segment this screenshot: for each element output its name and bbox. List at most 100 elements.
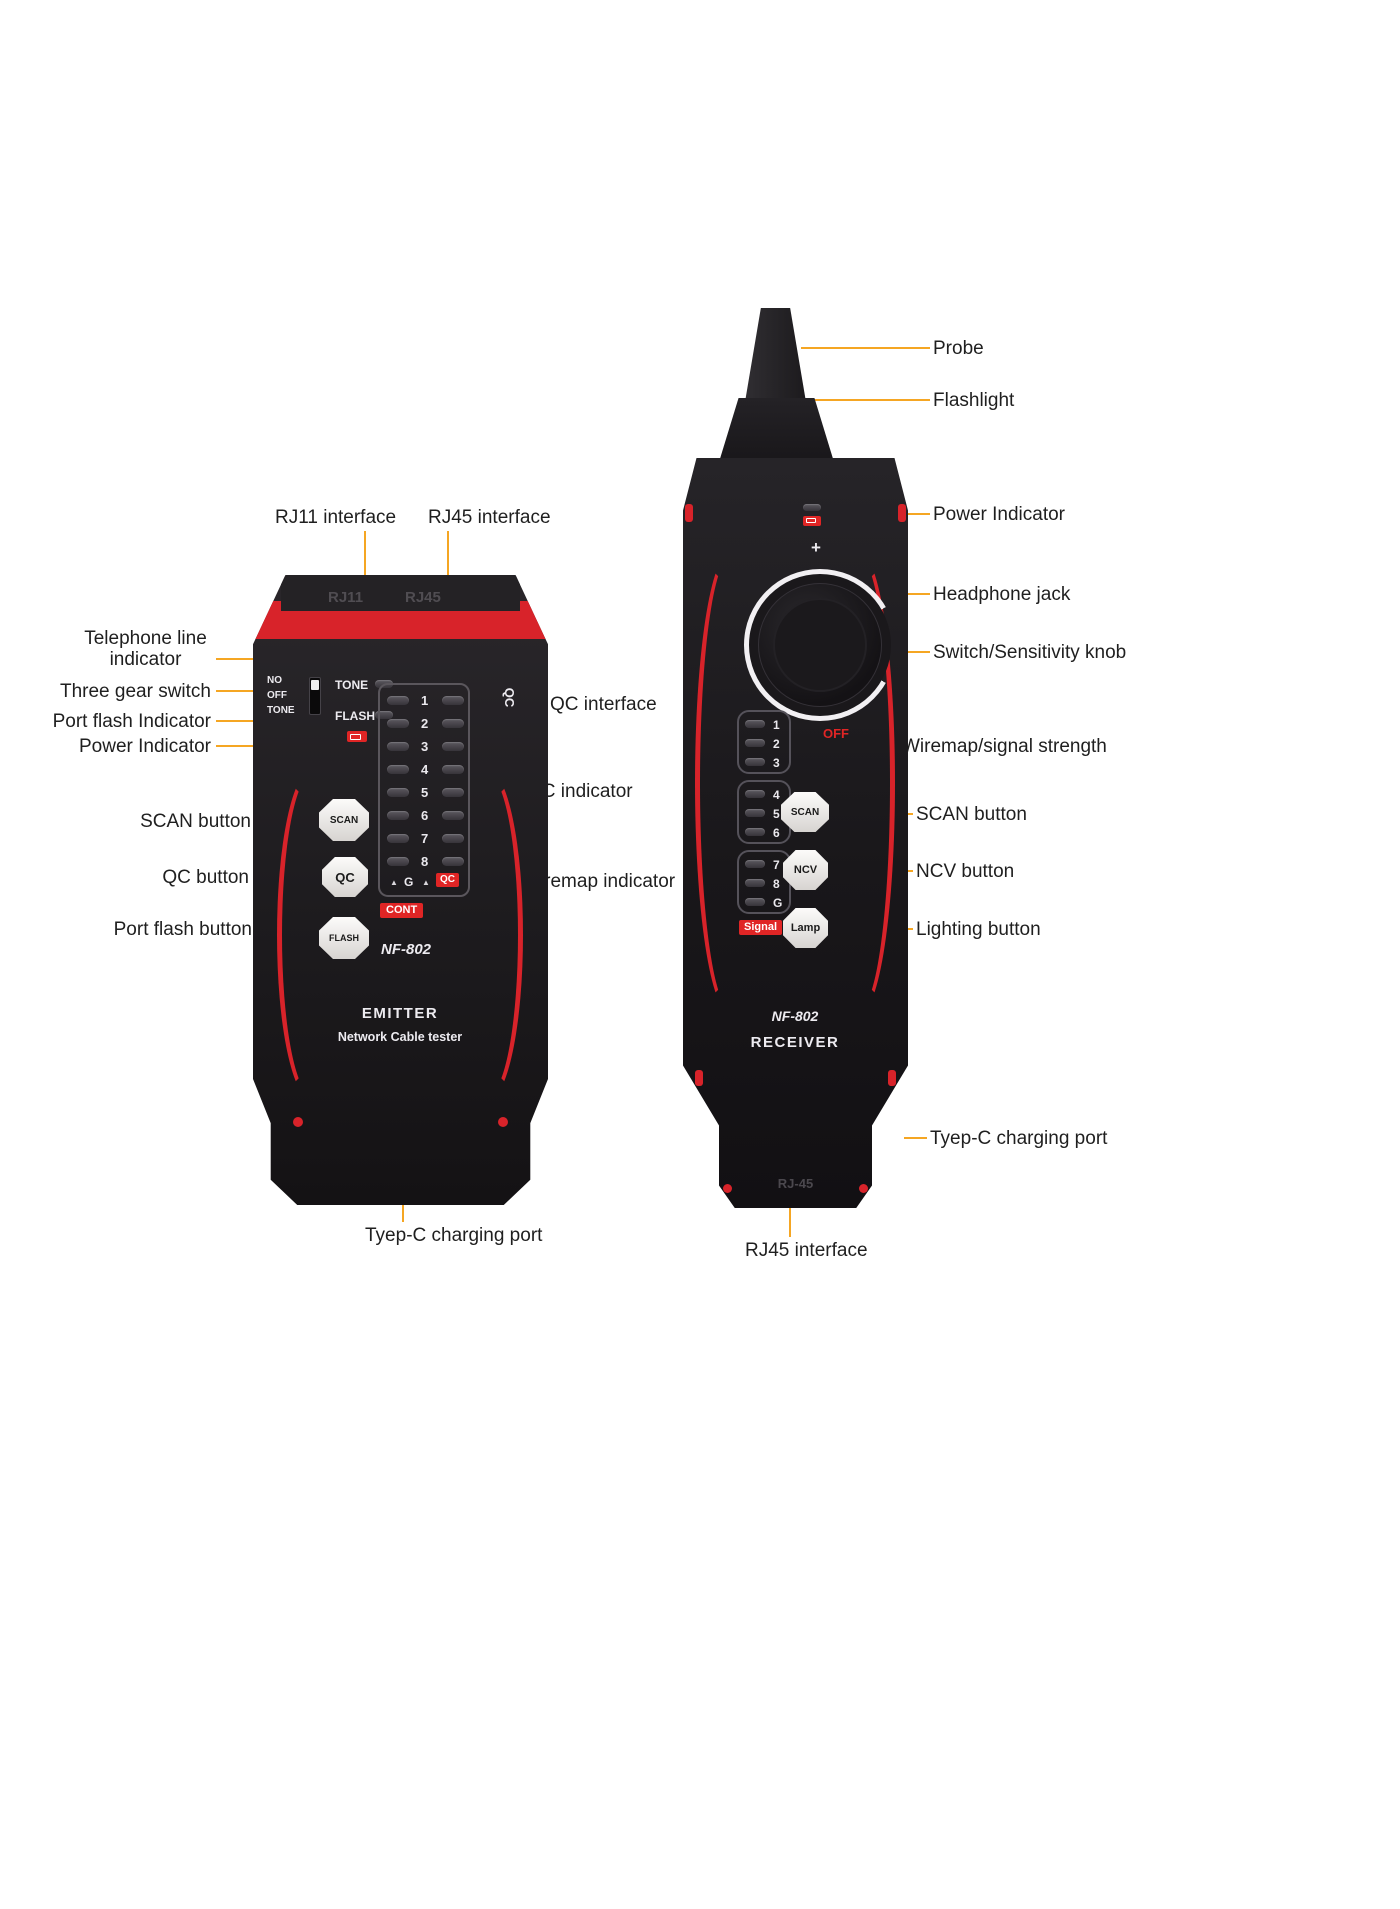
signal-led-group-3: 7 8 G (737, 850, 791, 914)
led-slot (442, 742, 464, 751)
led-slot (387, 719, 409, 728)
label-lighting-button: Lighting button (916, 919, 1041, 940)
led-number: 4 (773, 788, 780, 802)
scan-button[interactable]: SCAN (319, 799, 369, 841)
led-slot (745, 739, 765, 747)
label-wiremap-signal-strength: Wiremap/signal strength (902, 736, 1107, 757)
receiver-mid-right-accent (888, 1070, 896, 1086)
receiver-title: RECEIVER (750, 1034, 840, 1051)
led-slot (387, 742, 409, 751)
qc-button[interactable]: QC (322, 857, 368, 897)
gear-label-tone: TONE (267, 705, 295, 716)
led-number: 6 (421, 808, 429, 823)
tone-indicator-label: TONE (335, 678, 369, 692)
label-power-indicator-receiver: Power Indicator (933, 504, 1066, 525)
battery-glyph (350, 733, 361, 740)
power-indicator-icon (347, 731, 367, 742)
callout-line-rj45-interface (447, 531, 449, 577)
emitter-subtitle: Network Cable tester (337, 1030, 463, 1044)
flash-indicator-label: FLASH (335, 709, 375, 723)
led-number: 3 (421, 739, 429, 754)
emitter-top-cap: RJ11 RJ45 (281, 575, 520, 611)
label-three-gear-switch: Three gear switch (59, 681, 211, 702)
label-telephone-line-indicator-line2: indicator (109, 649, 182, 670)
emitter-model: NF-802 (381, 941, 432, 958)
emitter-bottom-left-accent (293, 1117, 303, 1127)
ncv-button[interactable]: NCV (783, 850, 828, 890)
label-typec-port-emitter: Tyep-C charging port (365, 1225, 543, 1246)
cont-badge: CONT (380, 903, 424, 918)
label-port-flash-indicator: Port flash Indicator (52, 711, 211, 732)
callout-line-typec-port-emitter (402, 1190, 404, 1222)
led-slot (387, 765, 409, 774)
led-number: 1 (421, 693, 429, 708)
label-headphone-jack: Headphone jack (933, 584, 1071, 605)
led-slot (442, 696, 464, 705)
led-number: 7 (421, 831, 429, 846)
receiver-top-left-accent (685, 504, 693, 522)
battery-glyph (806, 518, 816, 523)
led-slot (387, 857, 409, 866)
label-scan-button-emitter: SCAN button (140, 811, 251, 832)
g-label: G (404, 875, 414, 889)
callout-line-three-gear-switch (216, 690, 260, 692)
lighting-button[interactable]: Lamp (783, 908, 828, 948)
led-slot (387, 834, 409, 843)
receiver-mid-left-accent (695, 1070, 703, 1086)
wiremap-led-panel: 1 2 3 4 5 6 7 (378, 683, 470, 897)
label-port-flash-button: Port flash button (113, 919, 252, 940)
power-indicator-icon (803, 516, 821, 526)
rj45-port-label: RJ-45 (777, 1176, 814, 1191)
receiver-left-red-stripe (695, 553, 765, 1013)
signal-badge: Signal (739, 920, 783, 935)
callout-line-sensitivity-knob (889, 651, 930, 653)
led-number: 8 (773, 877, 780, 891)
label-ncv-button: NCV button (916, 861, 1015, 882)
led-number: 7 (773, 858, 780, 872)
led-slot (387, 696, 409, 705)
led-slot (442, 834, 464, 843)
label-qc-indicator: QC indicator (527, 781, 633, 802)
led-number: 3 (773, 756, 780, 770)
led-number: 5 (773, 807, 780, 821)
off-mark: OFF (823, 726, 849, 741)
callout-line-rj11-interface (364, 531, 366, 579)
gear-label-no: NO (267, 675, 282, 686)
label-scan-button-receiver: SCAN button (916, 804, 1027, 825)
triangle-mark-icon: ▲ (422, 878, 430, 887)
port-flash-button[interactable]: FLASH (319, 917, 369, 959)
receiver-device: + OFF 1 2 3 4 5 6 (683, 308, 908, 1208)
led-slot (387, 788, 409, 797)
led-number: G (773, 896, 783, 910)
led-slot (745, 879, 765, 887)
power-indicator-led (803, 504, 821, 511)
callout-line-rj45-interface-receiver (789, 1204, 791, 1237)
led-slot (745, 809, 765, 817)
scan-button[interactable]: SCAN (781, 792, 829, 832)
sensitivity-knob-face (773, 598, 867, 692)
led-slot (442, 788, 464, 797)
label-rj45-interface: RJ45 interface (428, 507, 551, 528)
led-slot (442, 811, 464, 820)
label-rj45-interface-receiver: RJ45 interface (745, 1240, 868, 1261)
port-label-rj45: RJ45 (405, 589, 441, 606)
led-number: 2 (773, 737, 780, 751)
three-gear-switch-knob (311, 680, 319, 690)
label-rj11-interface: RJ11 interface (275, 507, 397, 528)
label-qc-button: QC button (162, 867, 249, 888)
gear-label-off: OFF (267, 690, 287, 701)
emitter-left-red-stripe (277, 770, 347, 1100)
sensitivity-knob[interactable] (758, 583, 882, 707)
qc-interface-side-label: QC (502, 687, 518, 708)
emitter-bottom-right-accent (498, 1117, 508, 1127)
led-slot (442, 857, 464, 866)
three-gear-switch[interactable] (309, 677, 321, 715)
emitter-title: EMITTER (361, 1005, 439, 1022)
led-slot (745, 758, 765, 766)
led-slot (442, 719, 464, 728)
receiver-right-red-stripe (825, 553, 895, 1013)
flashlight-collar (719, 398, 834, 462)
qc-indicator-badge: QC (436, 873, 459, 887)
led-number: 2 (421, 716, 429, 731)
